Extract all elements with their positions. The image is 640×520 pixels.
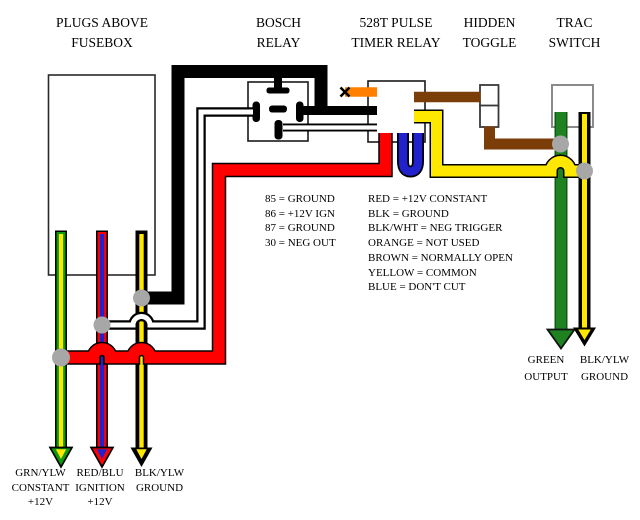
green-output-label-line1: GREEN	[527, 354, 565, 366]
toggle-header-line2: TOGGLE	[462, 35, 517, 50]
ignition-wire-label: RED/BLU IGNITION +12V	[75, 466, 124, 510]
timer-wire-legend: RED = +12V CONSTANT BLK = GROUND BLK/WHT…	[368, 192, 513, 295]
fusebox-header: PLUGS ABOVE FUSEBOX	[56, 13, 148, 53]
constant-label-line1: GRN/YLW	[15, 467, 66, 479]
grn-ylw-constant-wire	[48, 230, 74, 469]
blue-loop-wire	[397, 133, 424, 178]
constant-wire-label: GRN/YLW CONSTANT +12V	[12, 466, 70, 510]
trac-header-line1: TRAC	[556, 15, 593, 30]
bosch-header-line1: BOSCH	[255, 15, 302, 30]
trac-ground-label-line2: GROUND	[580, 370, 629, 383]
green-output-arrowhead	[545, 328, 577, 351]
fusebox-header-line1: PLUGS ABOVE	[56, 15, 148, 30]
legend-line: BROWN = NORMALLY OPEN	[368, 251, 513, 264]
legend-line: RED = +12V CONSTANT	[368, 193, 488, 205]
ground-label-line2: GROUND	[135, 481, 184, 494]
legend-line: 85 = GROUND	[265, 193, 335, 205]
constant-label-line3: +12V	[27, 496, 54, 509]
bosch-pin-legend: 85 = GROUND 86 = +12V IGN 87 = GROUND 30…	[265, 192, 336, 251]
legend-line: 86 = +12V IGN	[265, 207, 335, 220]
legend-line: 30 = NEG OUT	[265, 237, 336, 250]
bosch-pin-right	[296, 101, 304, 122]
fusebox-header-line2: FUSEBOX	[71, 35, 133, 50]
ignition-label-line2: IGNITION	[75, 481, 125, 494]
constant-label-line2: CONSTANT	[11, 481, 70, 494]
legend-line: YELLOW = COMMON	[368, 266, 477, 279]
ignition-label-line3: +12V	[87, 496, 113, 509]
ignition-label-line1: RED/BLU	[76, 467, 124, 479]
brown-wire-toggle-to-green	[484, 126, 556, 150]
timer-relay-header: 528T PULSE TIMER RELAY	[351, 13, 440, 53]
trac-ground-label: BLK/YLW GROUND	[580, 352, 629, 385]
legend-line: BLK = GROUND	[368, 207, 449, 220]
bosch-pin-center	[269, 105, 287, 113]
bosch-pin-top-stub	[274, 70, 282, 89]
trac-header-line2: SWITCH	[548, 35, 601, 50]
timer-header-line2: TIMER RELAY	[351, 35, 441, 50]
legend-line: ORANGE = NOT USED	[368, 237, 480, 250]
red-constant-wire	[61, 133, 393, 365]
trac-ground-label-line1: BLK/YLW	[579, 354, 630, 366]
legend-line: BLUE = DON'T CUT	[368, 281, 466, 294]
trac-blk-ylw-ground-wire	[573, 112, 596, 347]
yellow-common-wire	[414, 109, 585, 178]
toggle-box-bottom-cell	[479, 104, 500, 128]
toggle-box-top-cell	[479, 84, 500, 107]
green-output-label-line2: OUTPUT	[524, 370, 568, 383]
junction-black-to-ground	[133, 289, 150, 307]
junction-brown-to-green	[552, 135, 569, 153]
bosch-header-line2: RELAY	[256, 35, 301, 50]
bosch-pin-bottom	[274, 120, 283, 140]
junction-white-to-ignition	[93, 316, 111, 334]
toggle-header-line1: HIDDEN	[463, 15, 516, 30]
black-ground-wire	[141, 65, 328, 305]
green-output-label: GREEN OUTPUT	[524, 352, 567, 385]
ground-label-line1: BLK/YLW	[134, 467, 185, 479]
timer-header-line1: 528T PULSE	[359, 15, 433, 30]
legend-line: BLK/WHT = NEG TRIGGER	[368, 222, 503, 235]
not-used-x-icon	[339, 86, 351, 98]
junction-red-to-constant	[52, 348, 70, 367]
white-wire-86-to-ignition	[102, 107, 253, 330]
bosch-pin-left	[252, 101, 260, 122]
trac-switch-header: TRAC SWITCH	[549, 13, 601, 53]
bosch-pin-top-crossbar	[266, 87, 290, 94]
hidden-toggle-header: HIDDEN TOGGLE	[463, 13, 517, 53]
ground-wire-label: BLK/YLW GROUND	[135, 466, 184, 495]
junction-yellow-to-ground	[576, 162, 593, 180]
bosch-relay-header: BOSCH RELAY	[256, 13, 301, 53]
legend-line: 87 = GROUND	[265, 222, 335, 235]
